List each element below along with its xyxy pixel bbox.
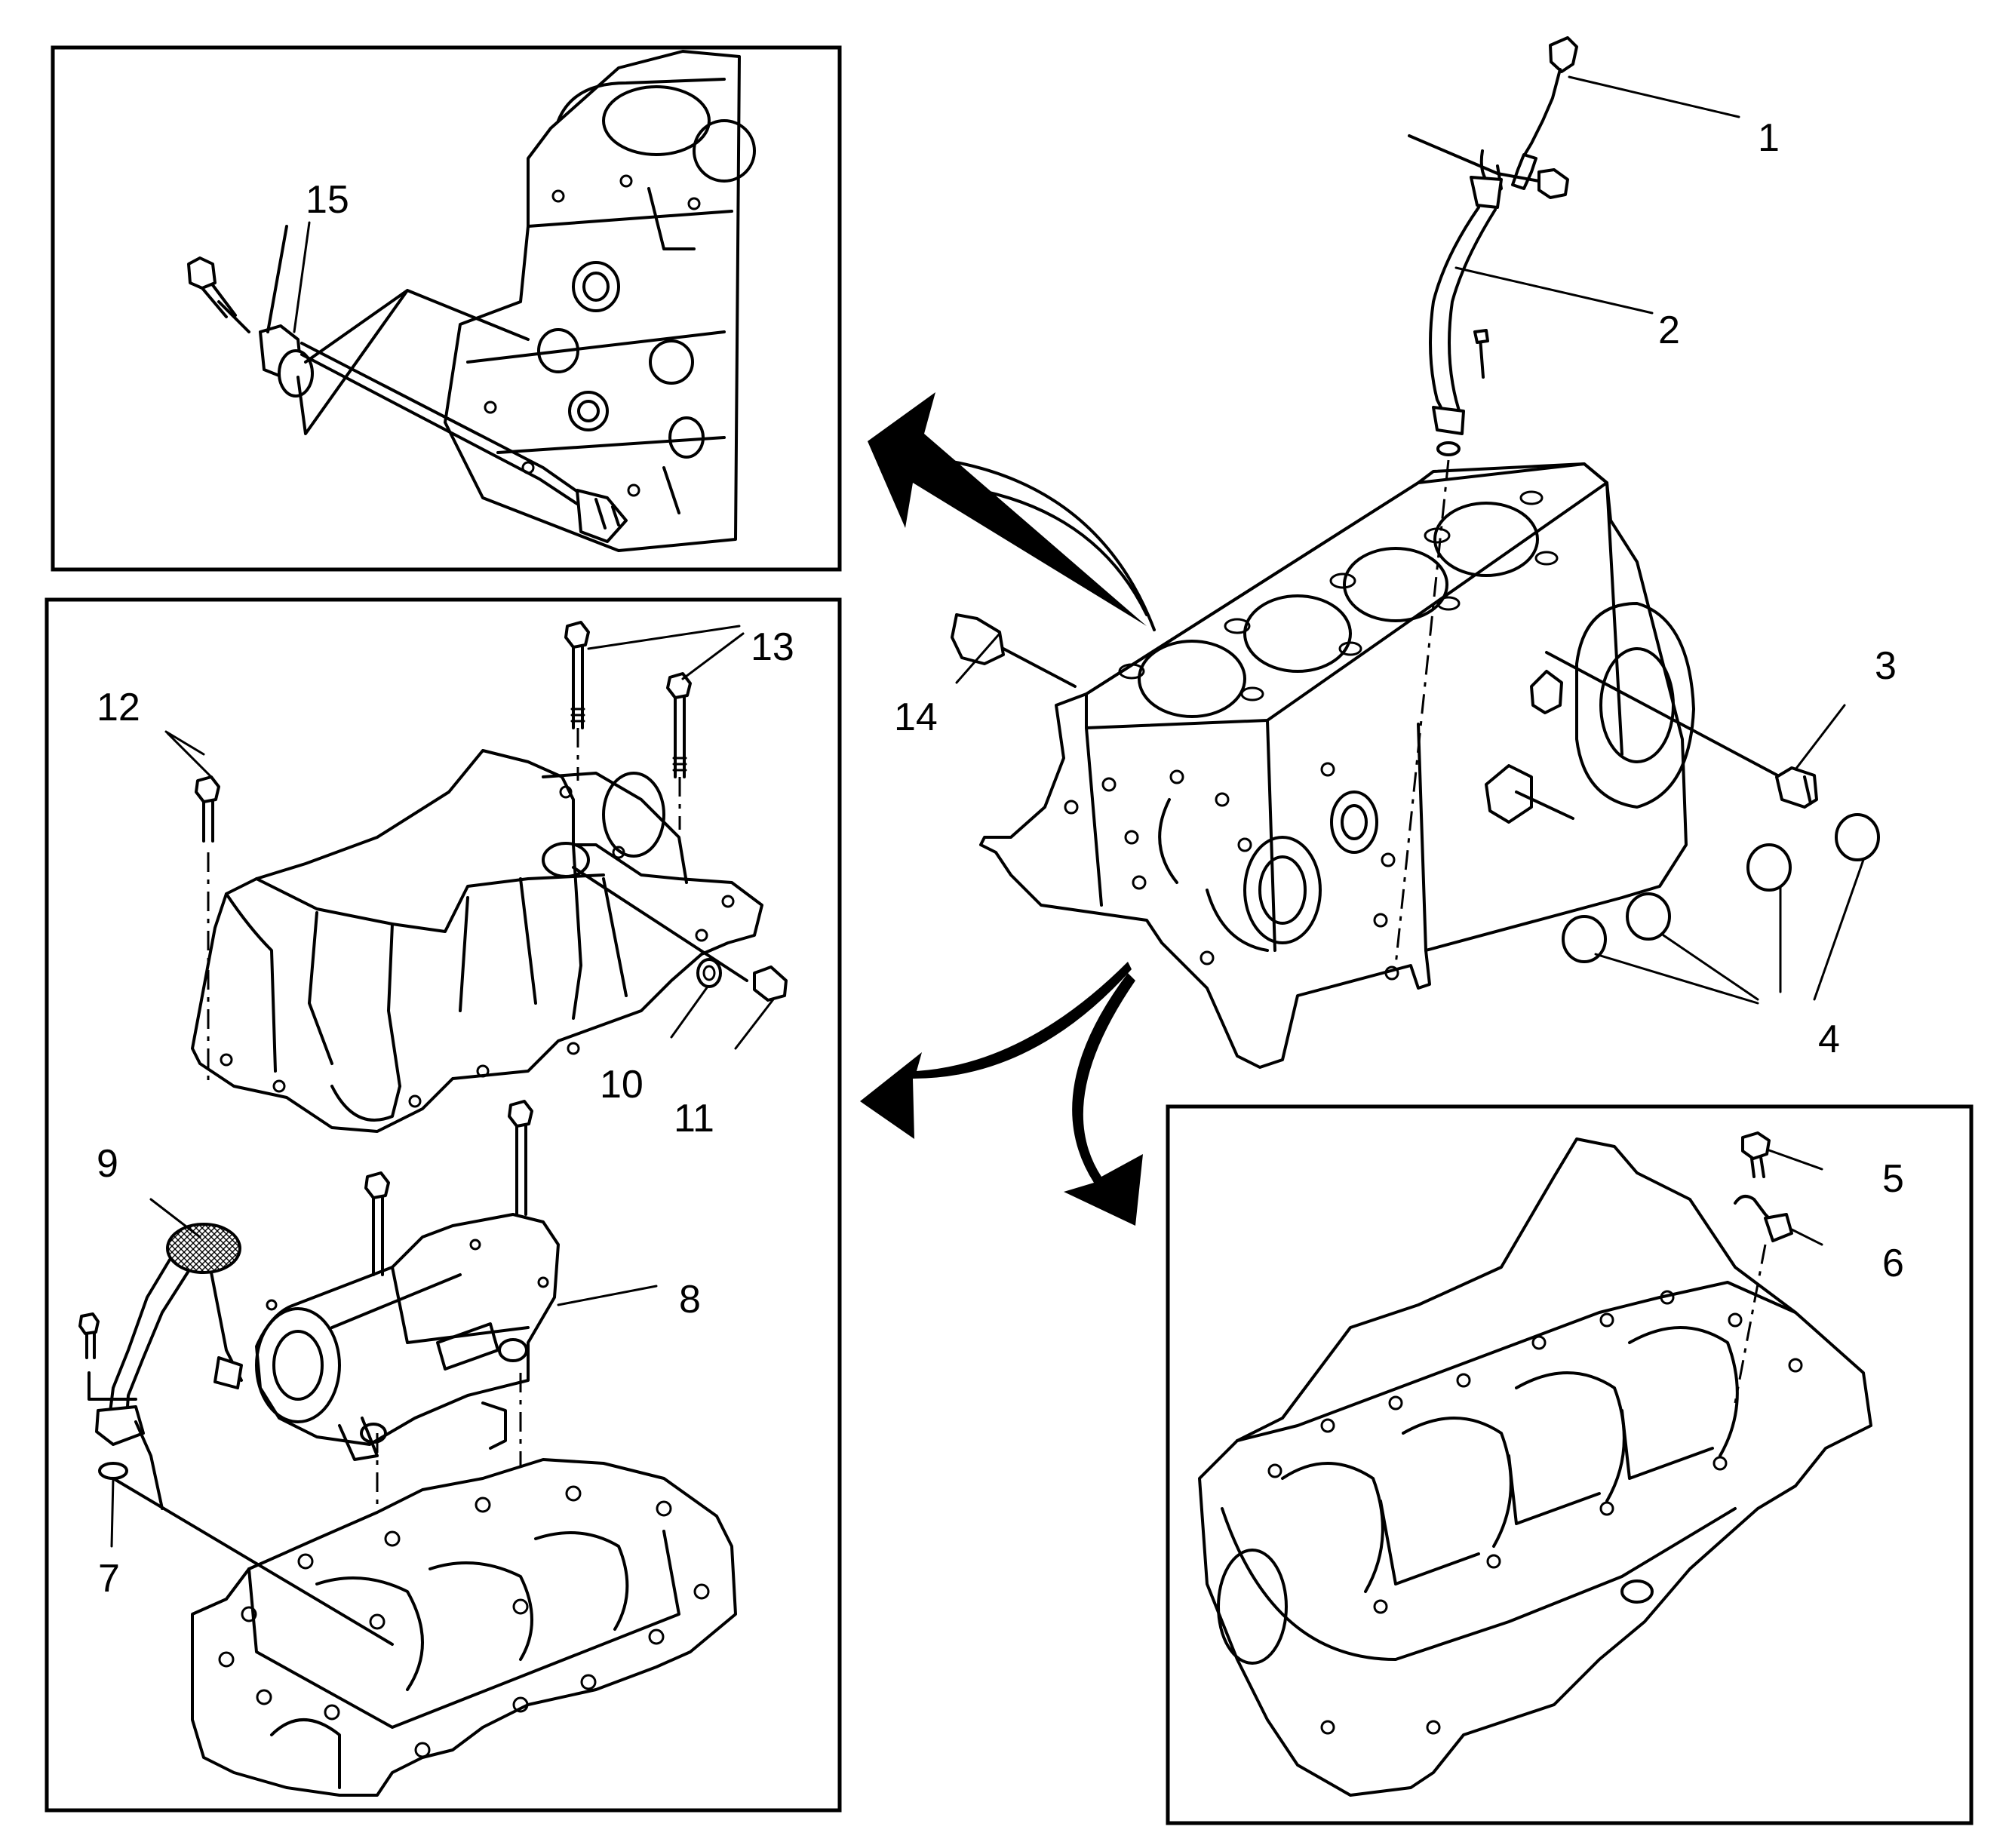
- crankshaft-position-sensor: [187, 256, 628, 543]
- oil-pump-bolts: [364, 1100, 533, 1622]
- block-underside-view: [1198, 1137, 1872, 1797]
- tube-bolt: [1408, 134, 1569, 199]
- callout-13: 13: [751, 625, 794, 669]
- callout-9: 9: [97, 1142, 118, 1186]
- oil-pan-drain-plug: [572, 866, 788, 1002]
- callout-3: 3: [1875, 644, 1897, 688]
- block-plug-rear: [1545, 651, 1818, 809]
- sensor-bolt-leader: [217, 225, 288, 333]
- screen-seal-leader: [112, 1477, 394, 1646]
- tube-install-centerline: [1394, 459, 1450, 966]
- callout-10: 10: [600, 1063, 644, 1107]
- callout-6: 6: [1882, 1242, 1904, 1285]
- oil-jet: [1734, 1195, 1793, 1404]
- callout-15: 15: [306, 178, 349, 222]
- expansion-plugs: [1515, 790, 1880, 963]
- callout-11: 11: [674, 1097, 714, 1140]
- callout-14: 14: [894, 695, 938, 739]
- callout-5: 5: [1882, 1157, 1904, 1201]
- arrow-to-underside-panel: [1064, 973, 1143, 1226]
- oil-pan-drain-washer: [696, 958, 722, 988]
- oil-pan: [191, 749, 763, 1133]
- engine-block-main: [979, 462, 1695, 1069]
- sensor-panel-block-view: [444, 50, 756, 552]
- callout-7: 7: [98, 1557, 120, 1601]
- callout-1: 1: [1758, 116, 1780, 160]
- oil-pump-screen: [78, 1223, 243, 1510]
- callout-2: 2: [1658, 309, 1680, 352]
- oil-jet-bolt: [1741, 1131, 1771, 1178]
- callout-4: 4: [1818, 1018, 1840, 1061]
- oil-level-indicator-tube: [1429, 149, 1503, 456]
- lower-crankcase: [191, 1401, 737, 1797]
- oil-pan-long-bolts: [564, 621, 692, 830]
- callout-leaders: [110, 75, 1865, 1548]
- sensor-leader: [296, 289, 530, 435]
- arrow-to-sensor-panel: [868, 392, 1156, 631]
- callout-8: 8: [679, 1278, 701, 1322]
- oil-level-indicator: [1511, 36, 1578, 190]
- oil-pump-assembly: [255, 1213, 560, 1461]
- block-plug-front: [951, 613, 1077, 688]
- callout-labels: 1 2 3 4 5 6 7 8 9 10 11 12 13 14 15: [97, 116, 1904, 1601]
- callout-12: 12: [97, 686, 140, 729]
